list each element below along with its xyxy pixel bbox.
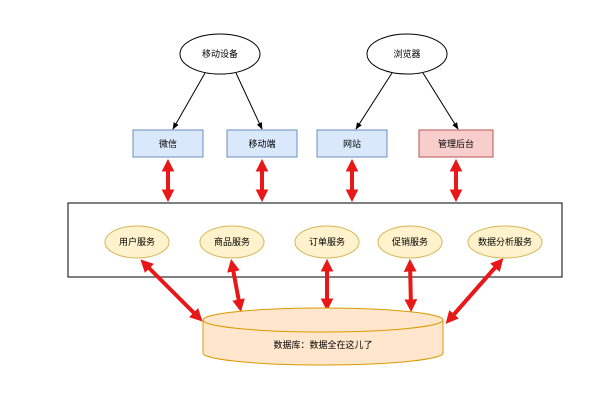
double-arrow-product-db	[227, 258, 245, 313]
service-user-label: 用户服务	[119, 236, 155, 248]
device-client-connectors	[172, 72, 459, 130]
client-mobile-app: 移动端	[226, 129, 298, 158]
double-arrow-promotion-db	[403, 258, 418, 313]
client-admin-label: 管理后台	[438, 138, 474, 150]
service-user: 用户服务	[104, 225, 170, 259]
service-product: 商品服务	[199, 225, 265, 259]
arrow-browser-to-website	[355, 72, 393, 130]
service-order-label: 订单服务	[309, 236, 345, 248]
device-browser: 浏览器	[366, 33, 448, 75]
client-wechat-label: 微信	[159, 138, 177, 150]
arrow-browser-to-admin	[422, 72, 459, 130]
service-promotion: 促销服务	[377, 225, 443, 259]
device-mobile-label: 移动设备	[202, 48, 238, 60]
arrow-mobile-to-mobile-app	[235, 72, 263, 130]
service-promotion-label: 促销服务	[392, 236, 428, 248]
double-arrow-analytics-db	[445, 258, 504, 324]
service-analytics: 数据分析服务	[467, 225, 543, 259]
service-order: 订单服务	[294, 225, 360, 259]
client-mobile-app-label: 移动端	[248, 138, 275, 150]
client-website: 网站	[316, 129, 388, 158]
client-website-label: 网站	[343, 138, 361, 150]
client-wechat: 微信	[132, 129, 204, 158]
database-cylinder: 数据库：数据全在这儿了	[202, 307, 444, 366]
device-mobile: 移动设备	[179, 33, 261, 75]
database-label: 数据库：数据全在这儿了	[273, 339, 372, 351]
device-browser-label: 浏览器	[393, 48, 420, 60]
service-product-label: 商品服务	[214, 236, 250, 248]
service-analytics-label: 数据分析服务	[478, 236, 532, 248]
service-database-connectors	[140, 258, 504, 324]
double-arrow-user-db	[140, 259, 203, 322]
client-service-connectors	[161, 158, 463, 203]
client-admin: 管理后台	[418, 129, 494, 158]
arrow-mobile-to-wechat	[172, 72, 206, 130]
